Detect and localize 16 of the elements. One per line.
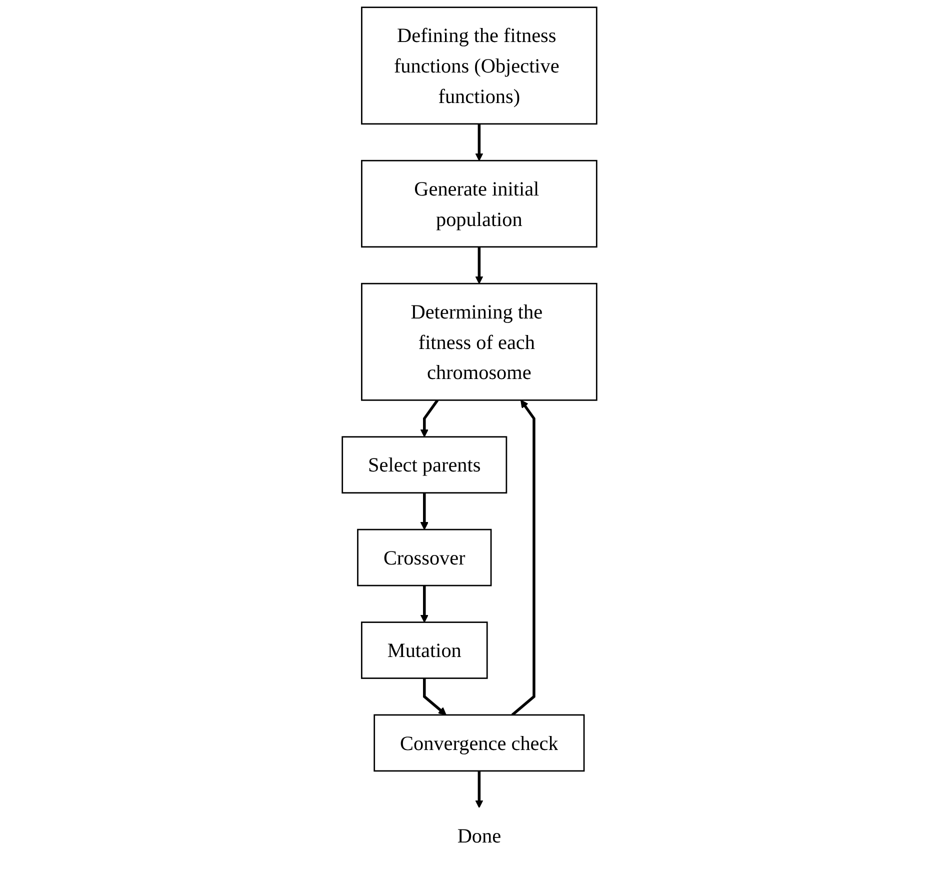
node-box: Convergence check [374, 714, 585, 772]
node-box: Mutation [360, 622, 488, 679]
arrow [420, 399, 439, 438]
node-box: Crossover [357, 528, 492, 586]
node-box: Select parents [342, 436, 508, 494]
arrow [475, 246, 484, 284]
arrow [420, 586, 428, 623]
arrow [475, 124, 484, 161]
node-text: Done [457, 824, 502, 848]
node-box: Generate initial population [361, 160, 598, 248]
arrow [475, 770, 484, 808]
node-box: Determining the fitness of each chromosome [361, 282, 598, 401]
arrow [511, 400, 536, 716]
arrow [423, 678, 446, 716]
node-box: Defining the fitness functions (Objective functions) [361, 6, 598, 125]
arrow [420, 492, 428, 530]
